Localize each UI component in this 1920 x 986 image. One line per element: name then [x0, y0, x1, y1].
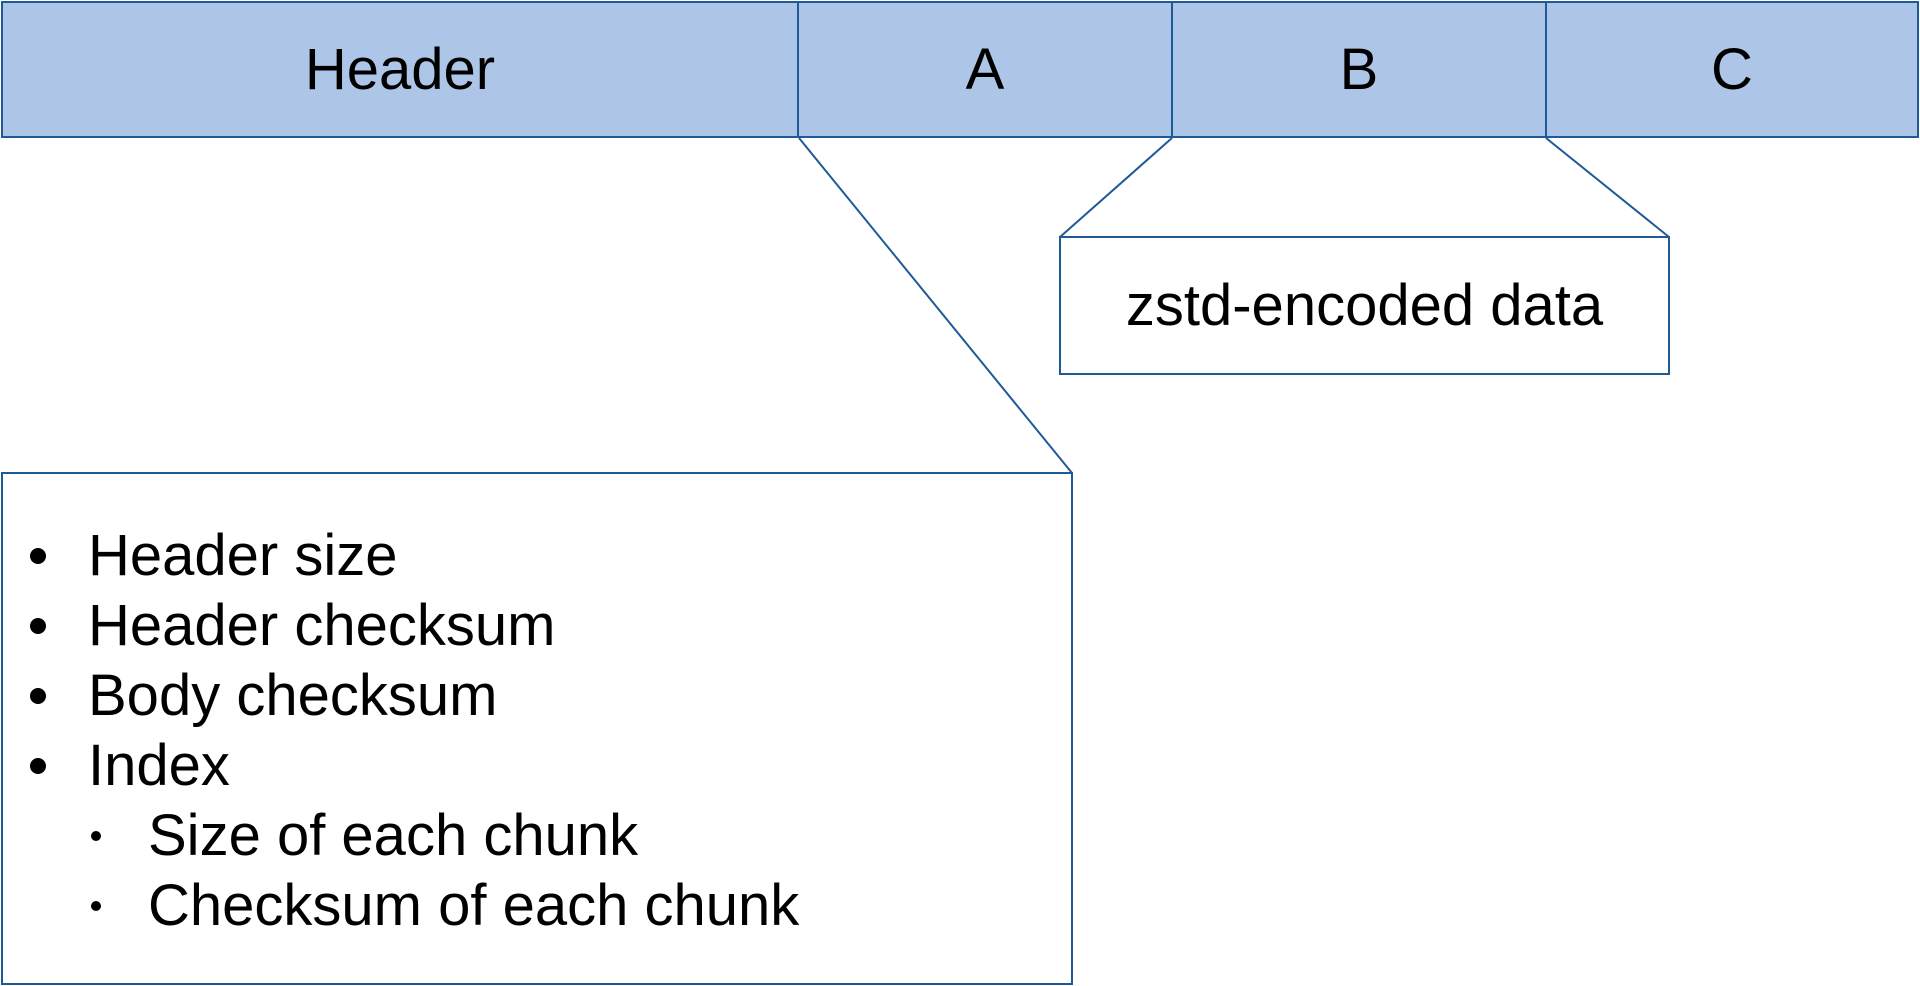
chunk-a-label: A	[965, 37, 1005, 102]
sub-bullet-icon	[91, 831, 101, 841]
chunk-b-label: B	[1339, 37, 1379, 102]
subfield-label: Size of each chunk	[148, 803, 639, 868]
field-label: Header checksum	[88, 593, 556, 658]
header-segment-label: Header	[304, 37, 496, 102]
field-label: Index	[88, 733, 230, 798]
field-item: Body checksum	[3, 661, 555, 731]
bullet-icon	[30, 548, 46, 564]
chunk-data-label: zstd-encoded data	[1125, 273, 1604, 338]
b-right-connector	[1545, 137, 1670, 238]
index-subfield-list: Size of each chunk Checksum of each chun…	[3, 801, 799, 941]
field-label: Header size	[88, 523, 398, 588]
header-detail-box: Header size Header checksum Body checksu…	[1, 472, 1073, 985]
chunk-b-segment: B	[1171, 1, 1547, 138]
subfield-item: Size of each chunk	[3, 801, 799, 871]
subfield-item: Checksum of each chunk	[3, 871, 799, 941]
b-left-connector	[1059, 137, 1173, 238]
field-label: Body checksum	[88, 663, 498, 728]
subfield-label: Checksum of each chunk	[148, 873, 800, 938]
header-field-list: Header size Header checksum Body checksu…	[3, 521, 555, 801]
bullet-icon	[30, 688, 46, 704]
chunk-data-box: zstd-encoded data	[1059, 236, 1670, 375]
field-item: Index	[3, 731, 555, 801]
header-segment: Header	[1, 1, 799, 138]
chunk-c-label: C	[1711, 37, 1753, 102]
sub-bullet-icon	[91, 901, 101, 911]
bullet-icon	[30, 618, 46, 634]
bullet-icon	[30, 758, 46, 774]
field-item: Header checksum	[3, 591, 555, 661]
chunk-a-segment: A	[797, 1, 1173, 138]
header-detail-connector	[798, 137, 1073, 474]
field-item: Header size	[3, 521, 555, 591]
chunk-c-segment: C	[1545, 1, 1919, 138]
